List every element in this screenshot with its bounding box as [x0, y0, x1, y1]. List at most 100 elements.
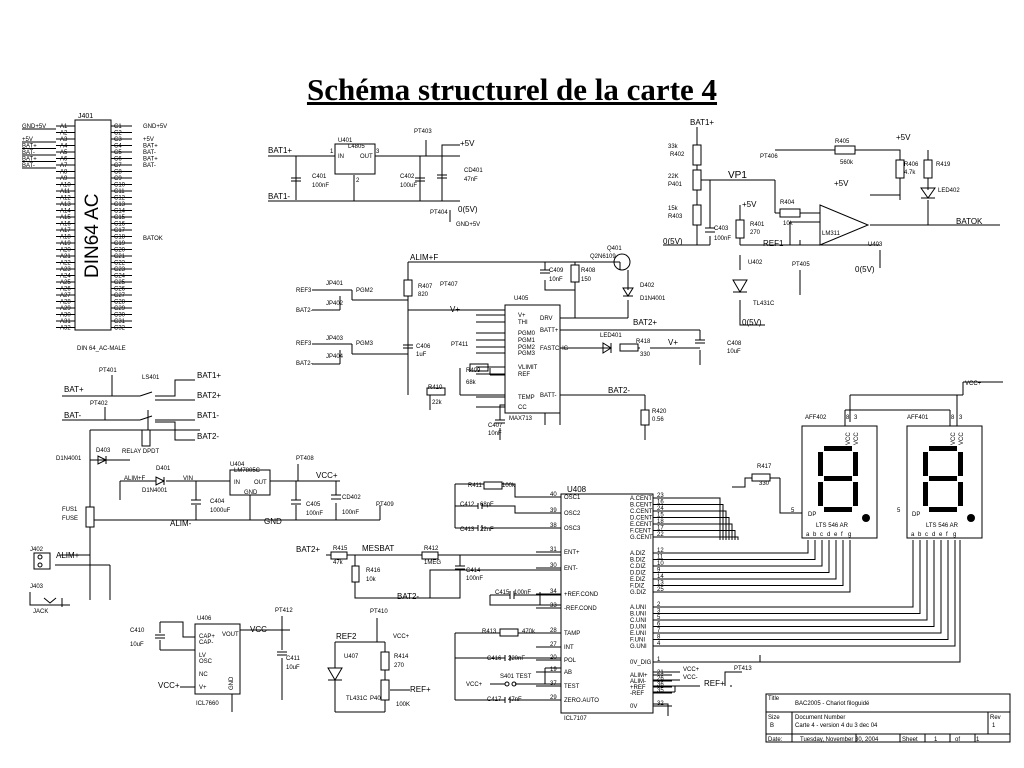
svg-text:GND: GND: [229, 676, 235, 690]
bus-wire-cent: [672, 510, 727, 540]
icl7107-pin-right: A.DIZ: [630, 551, 646, 557]
bus-wire-diz: [672, 540, 816, 560]
svg-text:REF+: REF+: [410, 685, 431, 694]
svg-text:PT406: PT406: [760, 154, 778, 160]
bus-wire-diz: [672, 540, 837, 580]
svg-text:LED402: LED402: [938, 188, 960, 194]
svg-text:of: of: [955, 737, 960, 743]
svg-text:PT402: PT402: [90, 401, 108, 407]
svg-text:+5V: +5V: [742, 200, 757, 209]
icl7107-pin-left-num: 30: [550, 563, 557, 569]
svg-text:C404: C404: [210, 499, 225, 505]
svg-text:P402: P402: [370, 696, 385, 702]
svg-text:PT408: PT408: [296, 456, 314, 462]
svg-text:R417: R417: [757, 464, 772, 470]
svg-text:330: 330: [640, 352, 651, 358]
display-pin-3: 3: [959, 415, 963, 421]
svg-text:R408: R408: [581, 268, 596, 274]
svg-text:R403: R403: [668, 214, 683, 220]
title-block: Title BAC2005 - Chariot filoguidé Size B…: [765, 693, 1011, 743]
din-pin-c27: C27: [114, 293, 126, 299]
svg-text:22k: 22k: [432, 400, 443, 406]
segment-pin-label: e: [834, 532, 838, 538]
din-ref: J401: [78, 113, 93, 120]
din-pin-a30: A30: [60, 313, 71, 319]
battery-monitor: BAT1+ 33k R402 22K P401 15k R403 VP1 PT4…: [663, 118, 1000, 327]
svg-text:560k: 560k: [840, 160, 854, 166]
svg-text:JP404: JP404: [326, 354, 344, 360]
icl7107-pin-right-num: 12: [657, 548, 664, 554]
svg-text:P401: P401: [668, 182, 683, 188]
svg-text:220nF: 220nF: [508, 656, 525, 662]
icl7107-pin-right: G.CENT: [630, 535, 653, 541]
din-pin-c5: C5: [114, 150, 122, 156]
din-pin-a7: A7: [60, 163, 68, 169]
din-pin-c19: C19: [114, 241, 126, 247]
din-pin-a1: A1: [60, 124, 68, 130]
svg-text:R418: R418: [636, 339, 651, 345]
segment-pin-label: f: [946, 532, 948, 538]
icl7107-pin-left: OSC2: [564, 511, 581, 517]
segment-pin-label: b: [918, 532, 922, 538]
din-pin-a4: A4: [60, 144, 68, 150]
svg-text:820: 820: [418, 292, 429, 298]
icl7107-pin-right-num: 18: [657, 519, 664, 525]
icl7107-pin-right: B.UNI: [630, 612, 646, 618]
svg-text:10k: 10k: [783, 221, 794, 227]
icl7107-pin-left-num: 28: [550, 628, 557, 634]
svg-text:VCC+: VCC+: [683, 667, 700, 673]
din-pin-c30: C30: [114, 313, 126, 319]
icl7107-pin-left: -REF.COND: [564, 606, 597, 612]
max713-body: [504, 304, 561, 414]
svg-text:V+: V+: [450, 305, 460, 314]
seven-seg-digit: [818, 446, 870, 522]
icl7107-pin-right-num: 10: [657, 561, 664, 567]
svg-text:R401: R401: [750, 222, 765, 228]
din-pin-a11: A11: [60, 189, 71, 195]
bus-wire-uni: [672, 540, 956, 647]
din-right-net: BAT-: [143, 163, 156, 169]
svg-text:1: 1: [992, 723, 996, 729]
din-pin-a12: A12: [60, 196, 71, 202]
svg-text:1MEG: 1MEG: [424, 560, 441, 566]
icl7107-pin-right: C.CENT: [630, 509, 653, 515]
bus-wire-diz: [672, 540, 830, 573]
svg-text:2: 2: [356, 178, 360, 184]
svg-text:C409: C409: [549, 268, 564, 274]
svg-text:TL431C: TL431C: [346, 696, 368, 702]
segment: [923, 452, 928, 476]
din-pin-a14: A14: [60, 209, 71, 215]
svg-text:R404: R404: [780, 200, 795, 206]
svg-text:1uF: 1uF: [416, 352, 427, 358]
svg-text:C410: C410: [130, 628, 145, 634]
svg-text:TEST: TEST: [516, 674, 532, 680]
bus-wire-cent: [672, 536, 739, 540]
segment: [929, 476, 957, 481]
svg-text:REF3: REF3: [296, 288, 312, 294]
svg-text:5: 5: [897, 508, 901, 514]
din-pin-a6: A6: [60, 157, 68, 163]
decimal-point: [862, 514, 870, 522]
svg-text:R420: R420: [652, 409, 667, 415]
din-pin-a22: A22: [60, 261, 71, 267]
page-title: Schéma structurel de la carte 4: [306, 72, 718, 107]
svg-text:C405: C405: [306, 502, 321, 508]
svg-text:PT413: PT413: [734, 666, 752, 672]
seven-segment-displays: VCC+ R417 330 AFF402 DP LTS 546 AR 5 AFF…: [672, 381, 1003, 663]
icl7107-pin-left: ZERO.AUTO: [564, 698, 599, 704]
icl7107-pin-right: B.DIZ: [630, 558, 646, 564]
icl7107-pin-right: D.CENT: [630, 516, 653, 522]
svg-text:VCC+: VCC+: [393, 634, 410, 640]
svg-text:R416: R416: [366, 568, 381, 574]
icl7107-pin-right: -REF: [630, 691, 644, 697]
din-pin-a13: A13: [60, 202, 71, 208]
din-pin-a2: A2: [60, 131, 68, 137]
icl7660-pin: CAP-: [199, 640, 213, 646]
svg-text:FUS1: FUS1: [62, 507, 78, 513]
icl7107-pin-left-num: 34: [550, 589, 557, 595]
svg-text:100nF: 100nF: [312, 183, 329, 189]
icl7107-pin-right-num: 4: [657, 641, 661, 647]
segment: [958, 482, 963, 506]
din-pin-c10: C10: [114, 183, 126, 189]
